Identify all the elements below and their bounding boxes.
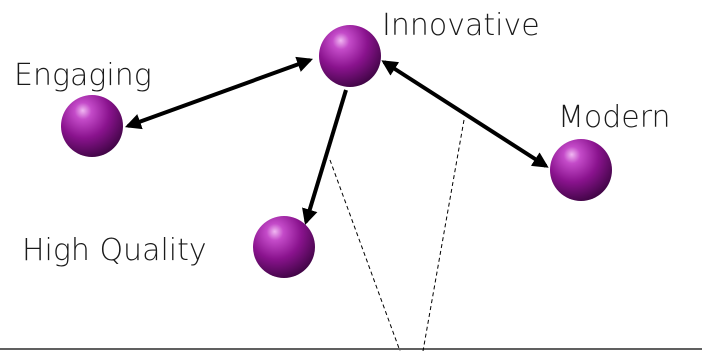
arrow-innovative-modern	[381, 60, 549, 168]
guide-line-left	[329, 159, 401, 351]
node-high-quality-sphere	[253, 216, 315, 278]
node-high-quality-label: High Quality	[22, 233, 207, 268]
guide-line-right	[422, 119, 465, 351]
node-modern-label: Modern	[558, 100, 671, 135]
node-innovative-sphere	[319, 25, 381, 87]
node-engaging-sphere	[61, 95, 123, 157]
node-modern-sphere	[550, 139, 612, 201]
node-innovative-label: Innovative	[382, 8, 540, 43]
arrow-innovative-high-quality	[302, 89, 348, 226]
arrow-innovative-engaging	[124, 56, 314, 130]
node-engaging-label: Engaging	[14, 58, 152, 93]
